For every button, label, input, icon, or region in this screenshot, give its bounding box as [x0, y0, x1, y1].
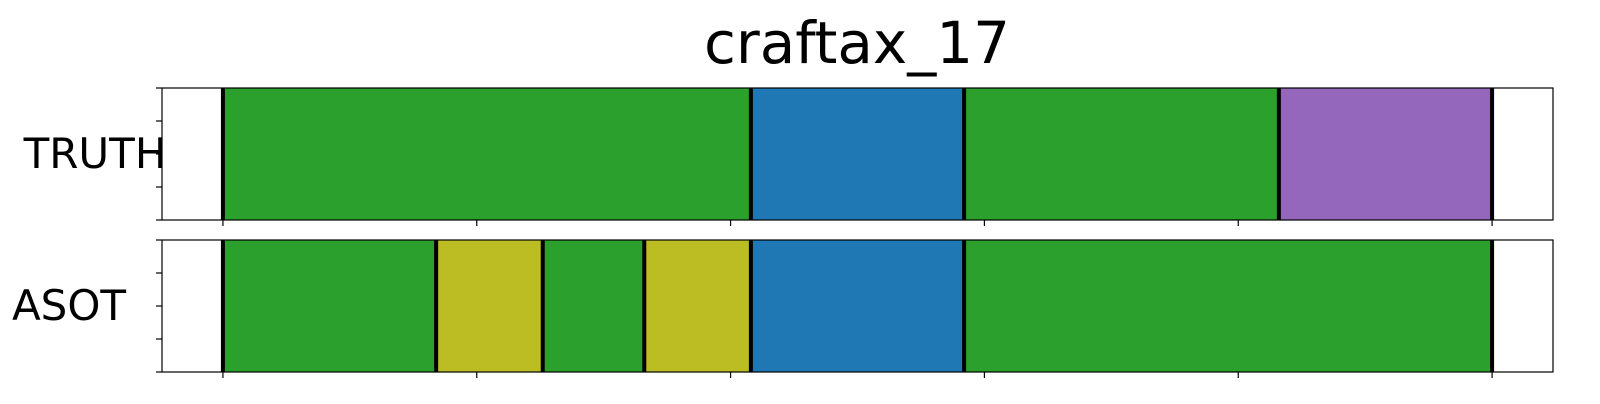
segment-asot-2 [542, 240, 645, 372]
segment-truth-1 [750, 88, 965, 220]
segment-asot-4 [750, 240, 965, 372]
segment-asot-0 [222, 240, 437, 372]
segment-truth-0 [222, 88, 751, 220]
segment-truth-3 [1278, 88, 1493, 220]
chart-title: craftax_17 [704, 9, 1010, 77]
segment-asot-3 [644, 240, 751, 372]
row-label-asot: ASOT [12, 281, 126, 330]
segment-truth-2 [964, 88, 1279, 220]
row-label-truth: TRUTH [23, 129, 167, 178]
segment-asot-5 [964, 240, 1493, 372]
segment-asot-1 [436, 240, 543, 372]
